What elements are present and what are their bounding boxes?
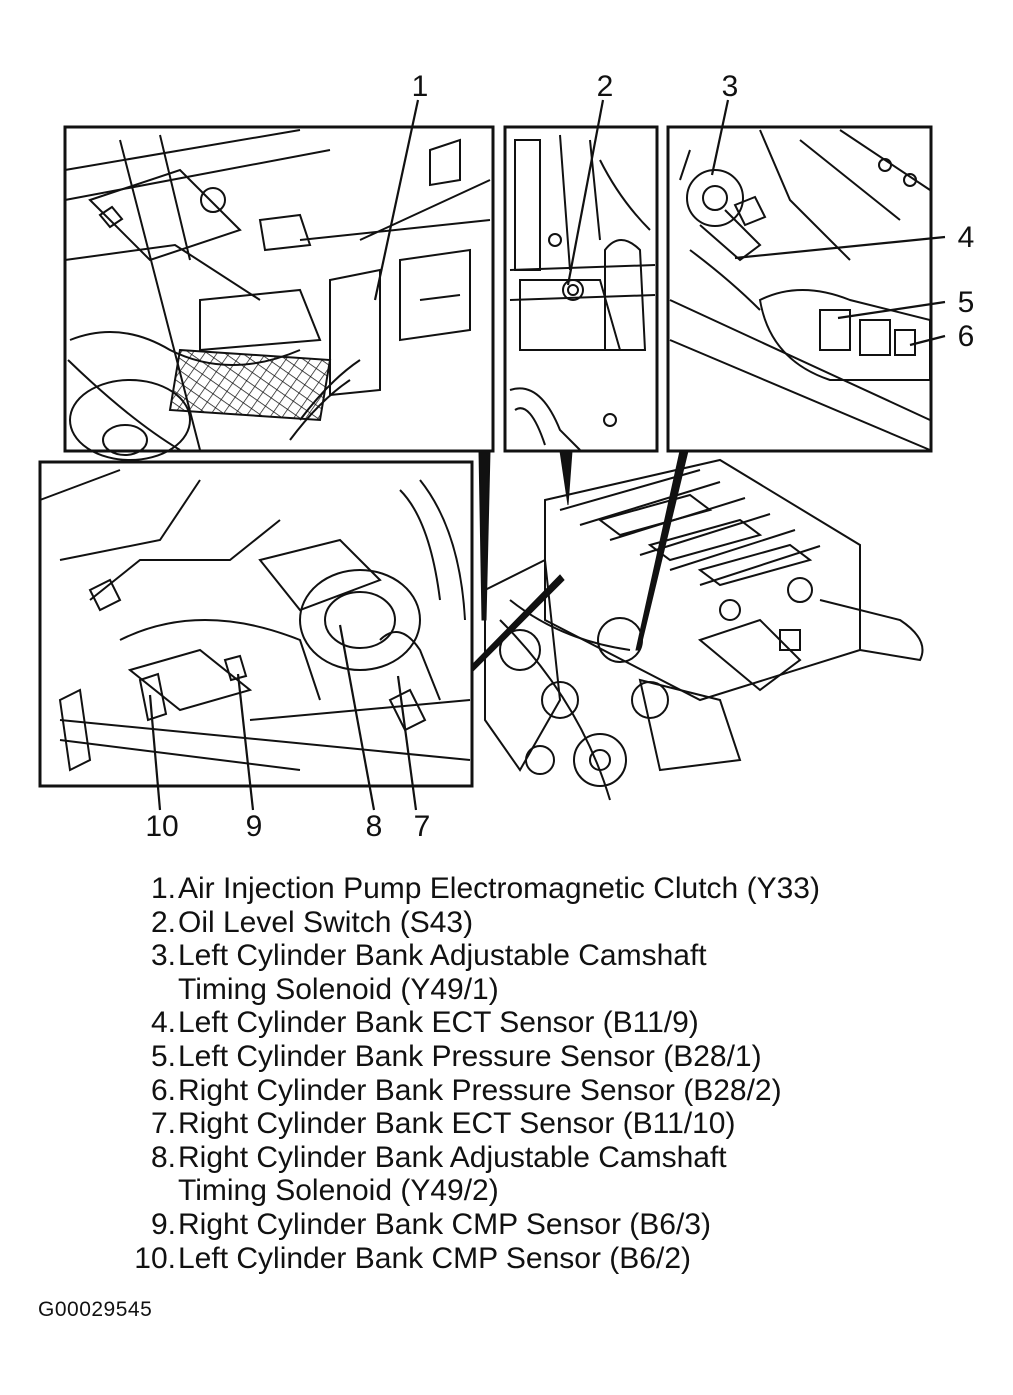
callout-4: 4 [957,221,975,254]
engine-illustration [484,458,924,801]
callout-10: 10 [145,810,179,843]
callout-6: 6 [957,320,975,353]
inset-left-bank-sensors [666,125,933,453]
legend-item: 8.Right Cylinder Bank Adjustable Camshaf… [150,1140,727,1208]
legend-item: 2.Oil Level Switch (S43) [150,905,474,939]
legend-item: 10.Left Cylinder Bank CMP Sensor (B6/2) [134,1241,692,1275]
legend-item: 7.Right Cylinder Bank ECT Sensor (B11/10… [150,1107,736,1141]
inset-air-pump-clutch [63,125,495,461]
inset-pointers [471,450,689,674]
legend-item: 1.Air Injection Pump Electromagnetic Clu… [150,872,820,905]
callout-9: 9 [245,810,263,843]
engine-component-diagram [38,99,946,811]
figure-code: G00029545 [38,1298,153,1321]
legend-item: 3.Left Cylinder Bank Adjustable Camshaft… [150,939,707,1006]
legend-item: 6.Right Cylinder Bank Pressure Sensor (B… [150,1073,782,1107]
legend-item: 9.Right Cylinder Bank CMP Sensor (B6/3) [150,1207,711,1241]
leader-lines [148,99,946,811]
callout-1: 1 [411,70,429,103]
inset-right-bank-sensors [38,460,474,788]
callout-5: 5 [957,286,975,319]
legend-item: 4.Left Cylinder Bank ECT Sensor (B11/9) [150,1006,699,1040]
callout-7: 7 [413,810,431,843]
component-legend: 1.Air Injection Pump Electromagnetic Clu… [122,872,982,1275]
inset-oil-level-switch [503,125,659,453]
callout-8: 8 [365,810,383,843]
legend-item: 5.Left Cylinder Bank Pressure Sensor (B2… [150,1039,762,1073]
callout-2: 2 [596,70,614,103]
callout-3: 3 [721,70,739,103]
